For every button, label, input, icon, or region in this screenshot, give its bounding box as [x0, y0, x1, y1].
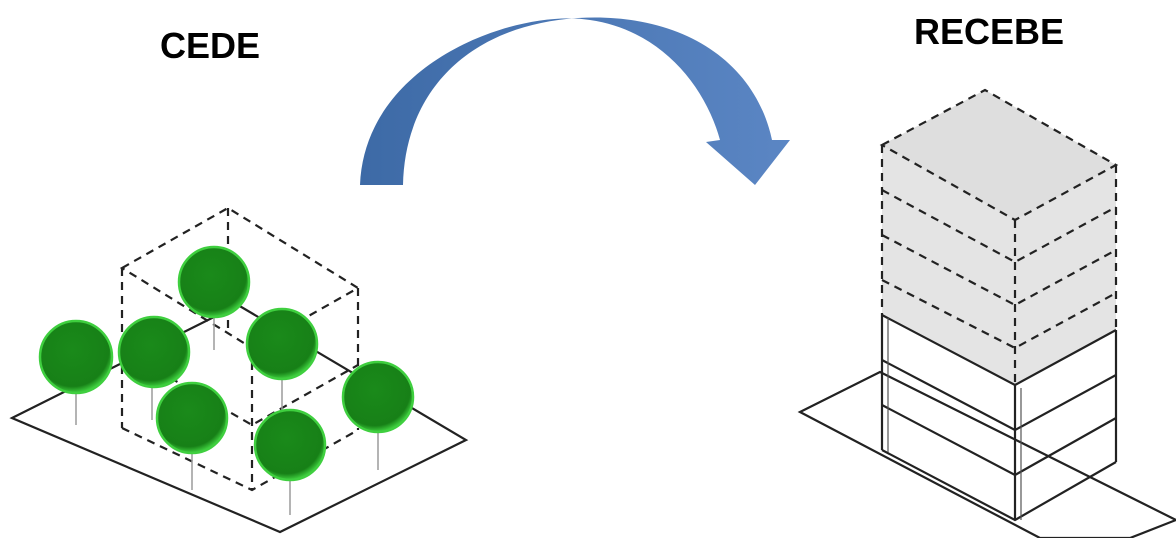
- tree-4: [245, 307, 319, 381]
- recebe-label: RECEBE: [914, 11, 1065, 52]
- tree-5: [155, 381, 229, 455]
- tree-3: [177, 245, 251, 319]
- tree-crowns: [38, 245, 415, 482]
- curved-arrow-icon: [360, 17, 790, 186]
- cede-label: CEDE: [160, 25, 261, 66]
- tree-7: [253, 408, 327, 482]
- tree-6: [341, 360, 415, 434]
- tree-2: [117, 315, 191, 389]
- tree-1: [38, 319, 114, 395]
- tower-building-icon: [797, 88, 1176, 538]
